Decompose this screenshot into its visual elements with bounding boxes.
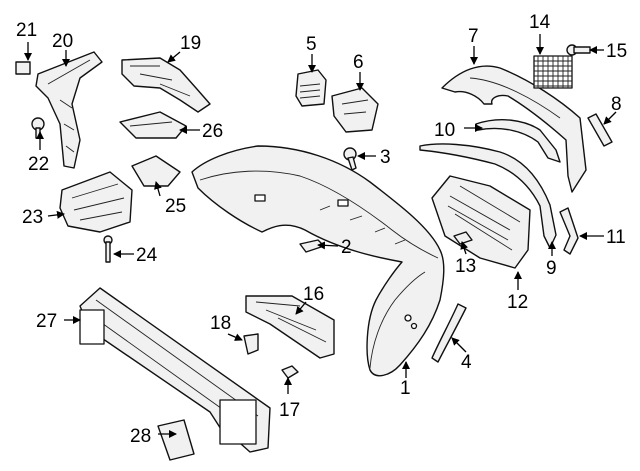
callout-24: 24 <box>136 245 158 266</box>
callout-22: 22 <box>28 154 49 175</box>
callout-labels: 1 2 3 4 5 6 7 8 9 10 11 12 13 14 15 16 1… <box>16 12 627 447</box>
callout-25: 25 <box>165 196 186 217</box>
part-bracket-28 <box>157 419 195 461</box>
callout-12: 12 <box>507 292 528 313</box>
callout-19: 19 <box>180 33 201 54</box>
callout-17: 17 <box>279 400 300 421</box>
callout-23: 23 <box>22 207 43 228</box>
part-clip <box>299 239 325 253</box>
callout-5: 5 <box>306 34 317 55</box>
callout-18: 18 <box>210 313 231 334</box>
callout-4: 4 <box>461 352 472 373</box>
part-bracket-18 <box>243 333 259 355</box>
part-bracket-23 <box>59 171 133 233</box>
callout-13: 13 <box>455 256 476 277</box>
part-bracket-20 <box>35 51 103 169</box>
leader-lines <box>24 34 617 438</box>
part-bolt-15 <box>566 44 591 56</box>
part-molding <box>475 119 561 163</box>
leader-19 <box>167 51 181 63</box>
callout-6: 6 <box>353 52 364 73</box>
leader-16 <box>295 301 307 315</box>
callout-2: 2 <box>341 237 352 258</box>
callout-28: 28 <box>130 426 151 447</box>
callout-20: 20 <box>52 31 73 52</box>
callout-14: 14 <box>529 12 551 33</box>
part-bracket-6 <box>331 87 379 133</box>
part-bumper-cover <box>191 145 445 377</box>
callout-15: 15 <box>606 41 627 62</box>
callout-21: 21 <box>16 20 37 41</box>
leader-18 <box>227 333 243 341</box>
leader-8 <box>603 111 617 125</box>
part-support <box>245 295 335 359</box>
callout-10: 10 <box>434 120 455 141</box>
part-valance <box>441 65 587 193</box>
callout-1: 1 <box>400 378 411 399</box>
leader-4 <box>451 337 467 353</box>
part-fastener-22 <box>31 117 45 139</box>
callout-9: 9 <box>546 258 557 279</box>
callout-7: 7 <box>468 26 479 47</box>
part-clip-17 <box>281 365 299 379</box>
leader-13 <box>460 241 469 255</box>
part-trim-8 <box>587 113 613 147</box>
callout-26: 26 <box>202 121 223 142</box>
callout-8: 8 <box>611 94 622 115</box>
part-clip-13 <box>453 231 473 245</box>
part-trim-strip <box>431 303 467 363</box>
part-clip-21 <box>15 61 31 75</box>
callout-27: 27 <box>36 311 57 332</box>
callout-3: 3 <box>380 147 391 168</box>
part-sensor <box>343 147 357 171</box>
part-bolt-24 <box>103 235 113 263</box>
part-trim-11 <box>559 207 579 255</box>
callout-16: 16 <box>303 284 324 305</box>
part-grille <box>533 55 573 89</box>
leader-25 <box>154 181 162 197</box>
leader-2 <box>317 241 339 250</box>
part-module <box>295 69 327 107</box>
callout-11: 11 <box>606 227 626 248</box>
part-bracket-25 <box>131 155 181 187</box>
part-bracket-26 <box>119 111 187 139</box>
part-diffuser <box>431 175 531 269</box>
part-reinforcement-bar <box>79 287 271 453</box>
leader-23 <box>47 210 65 219</box>
part-bracket-19 <box>121 57 211 113</box>
